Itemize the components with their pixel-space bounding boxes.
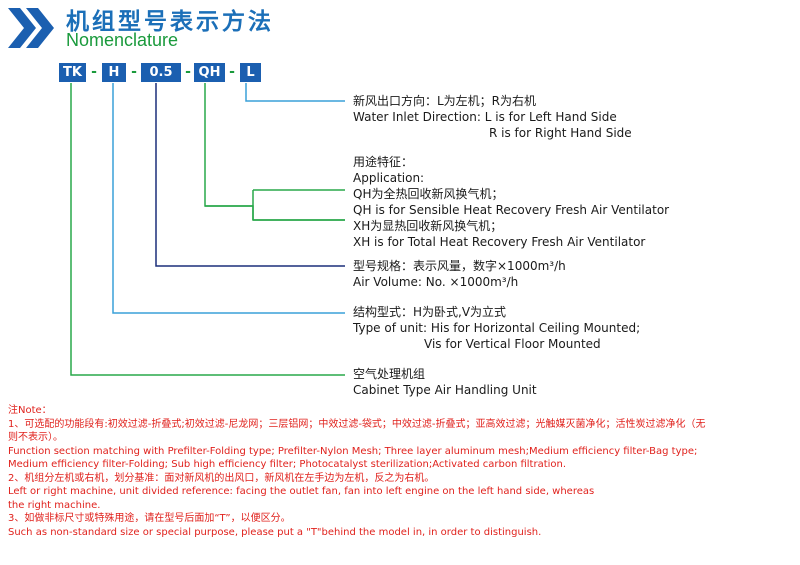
code-separator: - bbox=[185, 64, 191, 80]
connector-application bbox=[204, 83, 345, 221]
code-part-volume: 0.5 bbox=[141, 63, 181, 82]
code-separator: - bbox=[229, 64, 235, 80]
desc-air-volume: 型号规格：表示风量，数字×1000m³/h Air Volume: No. ×1… bbox=[353, 258, 566, 290]
double-chevron-icon bbox=[8, 8, 54, 48]
note-line: Left or right machine, unit divided refe… bbox=[8, 486, 595, 497]
desc-line: Cabinet Type Air Handling Unit bbox=[353, 383, 537, 397]
note-line: the right machine. bbox=[8, 499, 101, 511]
connector-direction bbox=[245, 83, 345, 102]
desc-line: 型号规格：表示风量，数字×1000m³/h bbox=[353, 259, 566, 273]
desc-line: Water Inlet Direction: L is for Left Han… bbox=[353, 110, 617, 124]
notes-heading: 注Note： bbox=[8, 405, 52, 416]
note-line: Such as non-standard size or special pur… bbox=[8, 526, 542, 538]
connector-application-branch bbox=[205, 189, 345, 221]
code-separator: - bbox=[91, 64, 97, 80]
code-part-h: H bbox=[102, 63, 126, 82]
note-line: 3、如做非标尺寸或特殊用途，请在型号后面加“T”，以便区分。 bbox=[8, 513, 291, 524]
code-part-tk: TK bbox=[59, 63, 86, 82]
desc-line: 新风出口方向：L为左机；R为右机 bbox=[353, 94, 537, 108]
note-line: 2、机组分左机或右机，划分基准：面对新风机的出风口，新风机在左手边为左机，反之为… bbox=[8, 472, 435, 484]
note-line: Medium efficiency filter-Folding; Sub hi… bbox=[8, 459, 567, 470]
desc-line: Type of unit: His for Horizontal Ceiling… bbox=[353, 321, 641, 335]
connector-volume bbox=[155, 83, 345, 267]
page-title: 机组型号表示方法 bbox=[66, 9, 274, 35]
desc-line: QH为全热回收新风换气机； bbox=[353, 187, 504, 201]
desc-line: 用途特征： bbox=[353, 155, 414, 169]
connector-unit bbox=[70, 83, 345, 376]
desc-line: XH is for Total Heat Recovery Fresh Air … bbox=[353, 235, 646, 249]
code-part-qh: QH bbox=[194, 63, 225, 82]
desc-line: Vis for Vertical Floor Mounted bbox=[424, 337, 601, 351]
connector-structure bbox=[112, 83, 345, 314]
notes-block: 注Note： 1、可选配的功能段有:初效过滤-折叠式;初效过滤-尼龙网；三层铝网… bbox=[8, 404, 794, 539]
desc-line: QH is for Sensible Heat Recovery Fresh A… bbox=[353, 203, 670, 217]
desc-structure: 结构型式：H为卧式,V为立式 Type of unit: His for Hor… bbox=[353, 304, 640, 352]
desc-line: 空气处理机组 bbox=[353, 367, 426, 381]
desc-direction: 新风出口方向：L为左机；R为右机 Water Inlet Direction: … bbox=[353, 93, 632, 141]
desc-line: R is for Right Hand Side bbox=[489, 126, 632, 140]
note-line: 1、可选配的功能段有:初效过滤-折叠式;初效过滤-尼龙网；三层铝网；中效过滤-袋… bbox=[8, 418, 706, 430]
desc-line: Application: bbox=[353, 171, 425, 185]
note-line: 则不表示）。 bbox=[8, 432, 63, 443]
desc-line: XH为显热回收新风换气机； bbox=[353, 219, 503, 233]
page-subtitle: Nomenclature bbox=[66, 30, 179, 50]
desc-line: Air Volume: No. ×1000m³/h bbox=[353, 275, 519, 289]
code-part-l: L bbox=[240, 63, 261, 82]
desc-unit-type: 空气处理机组 Cabinet Type Air Handling Unit bbox=[353, 366, 537, 398]
note-line: Function section matching with Prefilter… bbox=[8, 445, 698, 457]
code-separator: - bbox=[131, 64, 137, 80]
desc-line: 结构型式：H为卧式,V为立式 bbox=[353, 305, 507, 319]
desc-application: 用途特征： Application: QH为全热回收新风换气机； QH is f… bbox=[353, 154, 669, 250]
